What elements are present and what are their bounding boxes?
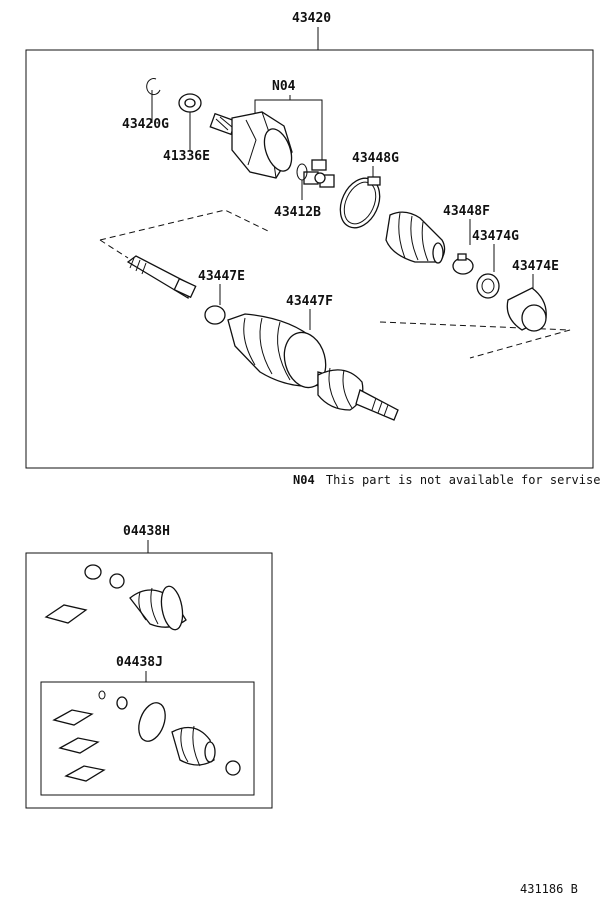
label-43447e[interactable]: 43447E: [198, 269, 245, 284]
tripod-joint-n04[interactable]: [303, 159, 335, 188]
label-41336e[interactable]: 41336E: [163, 149, 210, 164]
label-43420[interactable]: 43420: [292, 11, 331, 26]
damper-43474e[interactable]: [506, 287, 547, 332]
note-code: N04: [293, 473, 315, 487]
label-43474g[interactable]: 43474G: [472, 229, 519, 244]
diagram-number: 431186 B: [520, 882, 578, 896]
snap-ring-43412b[interactable]: [296, 163, 308, 200]
label-43420g[interactable]: 43420G: [122, 117, 169, 132]
label-04438j[interactable]: 04438J: [116, 655, 163, 670]
label-43448f[interactable]: 43448F: [443, 204, 490, 219]
note-text: This part is not available for servise: [326, 473, 601, 487]
kit-j-parts[interactable]: [52, 690, 241, 782]
assembly-43420-frame: [25, 49, 594, 469]
boot-clamp-43448f[interactable]: [452, 253, 474, 275]
snap-ring-43420g[interactable]: [146, 78, 161, 123]
svg-text:N04 This part is not avail: N04 This part is not available for servi…: [293, 473, 600, 487]
label-n04[interactable]: N04: [272, 79, 296, 94]
seal-41336e[interactable]: [178, 93, 202, 150]
label-43474e[interactable]: 43474E: [512, 259, 559, 274]
label-43447f[interactable]: 43447F: [286, 294, 333, 309]
kit-04438h-frame: [25, 552, 273, 809]
kit-04438j-frame: [40, 681, 255, 796]
label-43448g[interactable]: 43448G: [352, 151, 399, 166]
drive-shaft-spline[interactable]: [126, 255, 197, 300]
boot-clamp-43448g[interactable]: [333, 172, 388, 234]
boot-clamp-43447e[interactable]: [204, 305, 226, 325]
inner-boot[interactable]: [385, 211, 446, 264]
ring-43474g[interactable]: [476, 273, 500, 299]
label-04438h[interactable]: 04438H: [123, 524, 170, 539]
inner-joint-housing[interactable]: [209, 111, 297, 179]
kit-h-parts[interactable]: [44, 564, 187, 631]
label-43412b[interactable]: 43412B: [274, 205, 321, 220]
outer-boot-assembly[interactable]: [227, 313, 399, 421]
